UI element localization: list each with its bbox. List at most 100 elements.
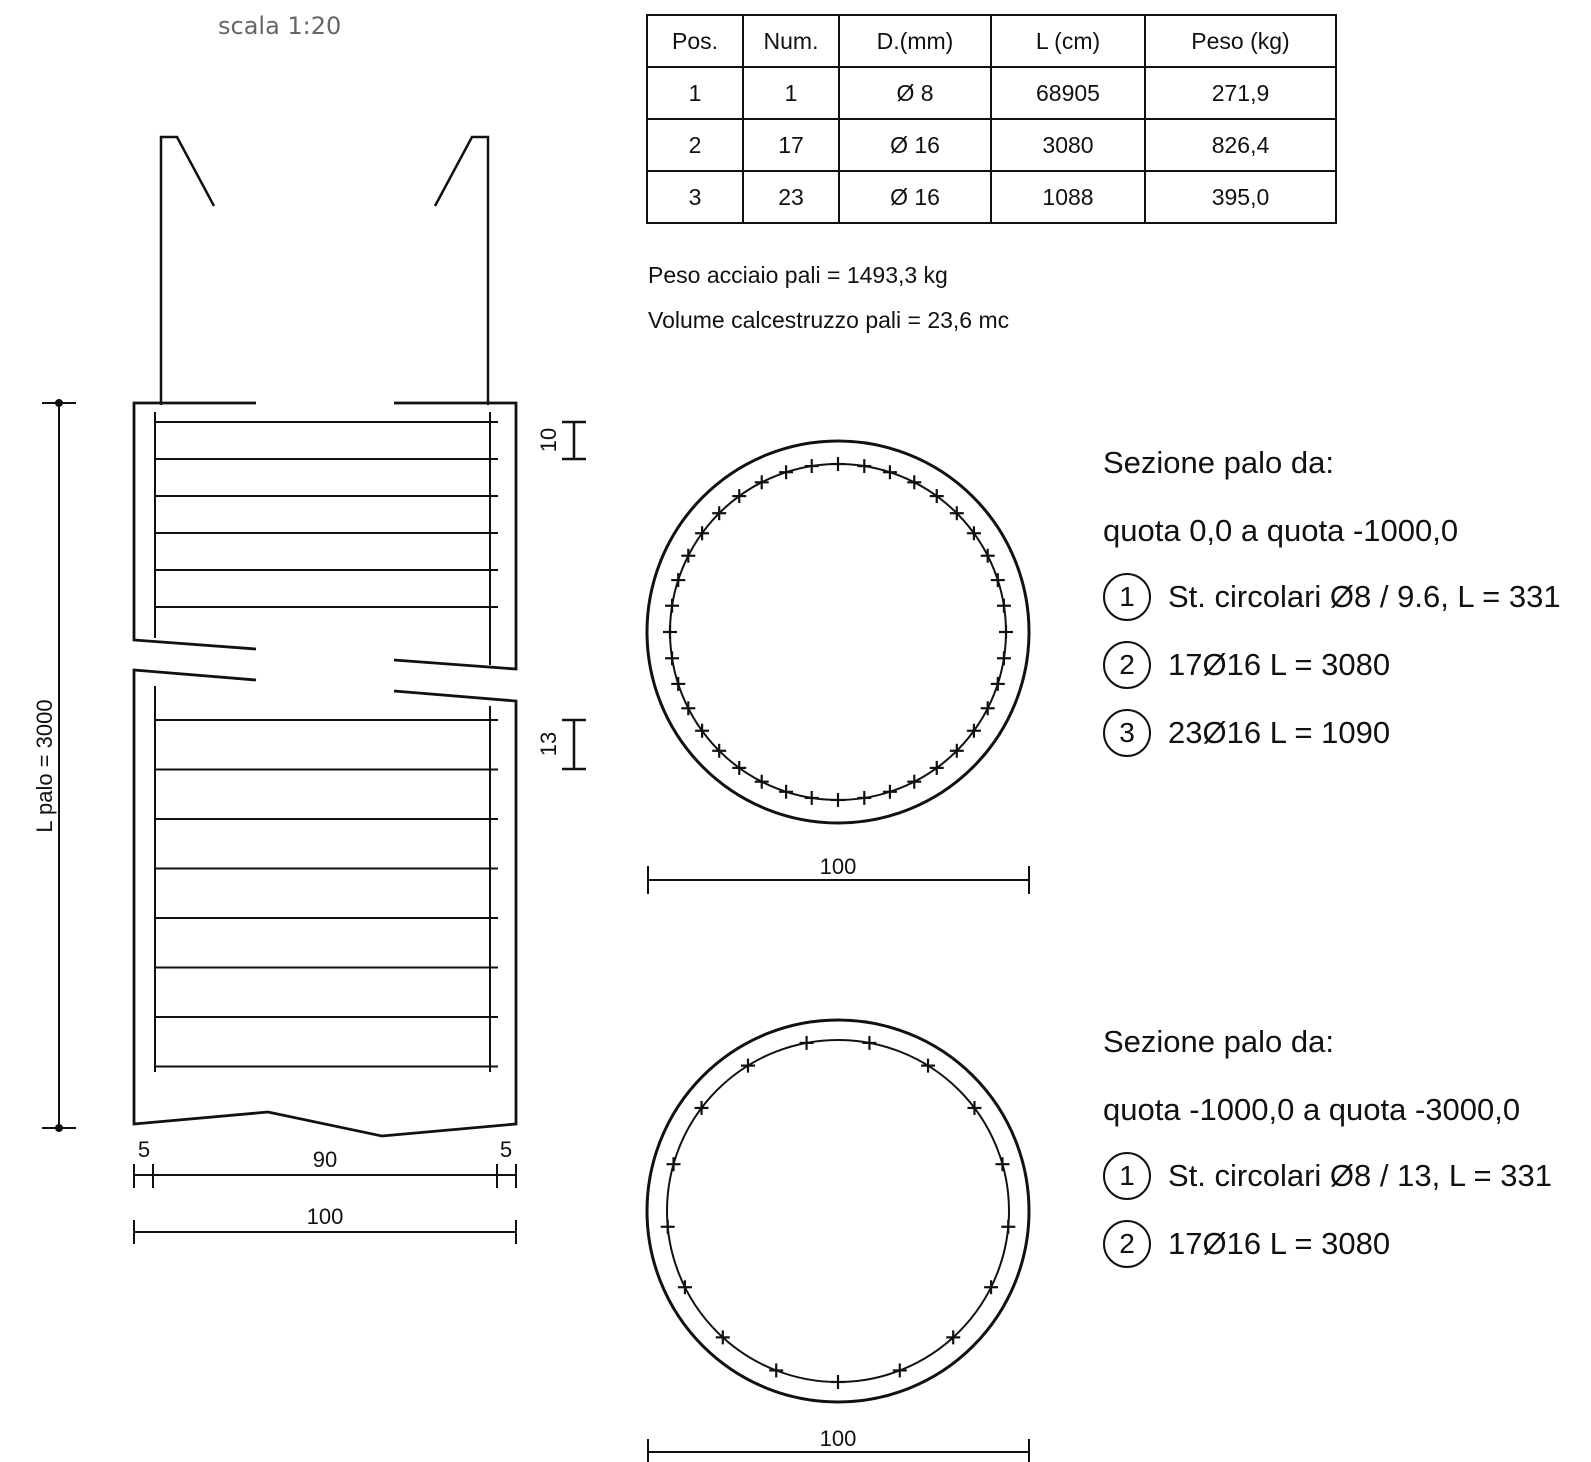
rebar-bar [831, 1375, 845, 1389]
scale-note: scala 1:20 [218, 12, 342, 40]
cover-right-label: 5 [500, 1137, 512, 1162]
header-num: Num. [742, 14, 840, 68]
table-row: 2 17 Ø 16 3080 826,4 [646, 118, 1337, 172]
table-cell: 23 [742, 170, 840, 224]
item-text: St. circolari Ø8 / 13, L = 331 [1168, 1158, 1552, 1193]
rebar-bar [857, 459, 872, 474]
total-width-dimension [133, 1220, 517, 1244]
rebar-schedule-table: Pos. Num. D.(mm) L (cm) Peso (kg) 1 1 Ø … [646, 14, 1337, 224]
rebar-bar [862, 1035, 877, 1050]
header-length: L (cm) [990, 14, 1146, 68]
rebar-bar [732, 760, 747, 775]
rebar-bar [831, 793, 845, 807]
rebar-bar [967, 1100, 982, 1115]
position-mark: 2 [1103, 641, 1151, 689]
pile-outline-top-left [132, 401, 257, 651]
section-1-item: 1 St. circolari Ø8 / 9.6, L = 331 [1103, 573, 1561, 621]
rebar-bar [779, 784, 794, 799]
table-cell: Ø 8 [838, 66, 992, 120]
stirrups-lower-zone [155, 719, 498, 1068]
total-width-label: 100 [307, 1204, 344, 1229]
rebar-bar [990, 573, 1005, 588]
pile-elevation [132, 135, 518, 1138]
table-cell: 17 [742, 118, 840, 172]
section-2-width-label: 100 [820, 1426, 857, 1451]
section-1-width-label: 100 [820, 854, 857, 879]
rebar-bar [660, 1219, 675, 1234]
longitudinal-bars [663, 457, 1013, 807]
rebar-bar [677, 1280, 692, 1295]
rebar-bar [857, 790, 872, 805]
rebar-bar [799, 1035, 814, 1050]
table-header-row: Pos. Num. D.(mm) L (cm) Peso (kg) [646, 14, 1337, 68]
rebar-bar [695, 723, 710, 738]
section-1-width-dimension [647, 866, 1030, 894]
rebar-bar [990, 676, 1005, 691]
table-cell: 1 [742, 66, 840, 120]
stirrup-spacing-bottom [562, 718, 586, 771]
rebar-bar [1001, 1219, 1016, 1234]
pile-length-label: L palo = 3000 [32, 699, 57, 832]
rebar-bar [907, 774, 922, 789]
dimension-dot [55, 399, 63, 407]
rebar-bar [681, 548, 696, 563]
section-2-title: Sezione palo da: [1103, 1024, 1334, 1059]
item-text: St. circolari Ø8 / 9.6, L = 331 [1168, 579, 1561, 614]
rebar-bar [715, 1330, 730, 1345]
table-cell: 826,4 [1144, 118, 1337, 172]
rebar-bar [665, 598, 680, 613]
cross-section-lower [645, 1018, 1031, 1404]
table-cell: 3 [646, 170, 744, 224]
rebar-bar [754, 774, 769, 789]
rebar-bar [740, 1058, 755, 1073]
stirrup-spacing-bottom-label: 13 [536, 732, 561, 756]
rebar-bar [882, 465, 897, 480]
table-cell: 1088 [990, 170, 1146, 224]
rebar-bar [949, 743, 964, 758]
header-pos: Pos. [646, 14, 744, 68]
rebar-bar [995, 1157, 1010, 1172]
rebar-bar [921, 1058, 936, 1073]
rebar-bar [804, 459, 819, 474]
rebar-bar [996, 651, 1011, 666]
cross-section-upper [645, 439, 1031, 825]
rebar-bar [980, 548, 995, 563]
pile-outline-bottom [132, 668, 518, 1138]
rebar-bar [831, 457, 845, 471]
section-outline [645, 1018, 1031, 1404]
starter-bar-right [433, 135, 490, 405]
rebar-bar [980, 701, 995, 716]
section-1-title: Sezione palo da: [1103, 445, 1334, 480]
pile-length-dimension [42, 399, 76, 1132]
header-diameter: D.(mm) [838, 14, 992, 68]
section-outline [645, 439, 1031, 825]
table-cell: Ø 16 [838, 170, 992, 224]
cover-dimension-chain [133, 1164, 517, 1188]
rebar-bar [966, 526, 981, 541]
stirrups-upper-zone [155, 421, 498, 608]
rebar-bar [665, 651, 680, 666]
item-text: 17Ø16 L = 3080 [1168, 647, 1391, 682]
rebar-bar [949, 506, 964, 521]
rebar-bar [804, 790, 819, 805]
table-cell: 395,0 [1144, 170, 1337, 224]
rebar-bar [929, 760, 944, 775]
table-cell: 1 [646, 66, 744, 120]
section-1-item: 3 23Ø16 L = 1090 [1103, 709, 1390, 757]
rebar-bar [666, 1157, 681, 1172]
stirrup-circle [669, 463, 1007, 801]
dimension-dot [55, 1124, 63, 1132]
concrete-volume-text: Volume calcestruzzo pali = 23,6 mc [648, 307, 1010, 333]
section-1-range: quota 0,0 a quota -1000,0 [1103, 513, 1459, 548]
rebar-bar [695, 526, 710, 541]
pile-outline-top-right [393, 401, 518, 671]
rebar-bar [984, 1280, 999, 1295]
rebar-bar [946, 1330, 961, 1345]
starter-bar-left [159, 135, 216, 405]
item-text: 23Ø16 L = 1090 [1168, 715, 1391, 750]
section-2-item: 2 17Ø16 L = 3080 [1103, 1220, 1390, 1268]
rebar-bar [966, 723, 981, 738]
rebar-bar [712, 506, 727, 521]
longitudinal-bars [660, 1035, 1016, 1389]
